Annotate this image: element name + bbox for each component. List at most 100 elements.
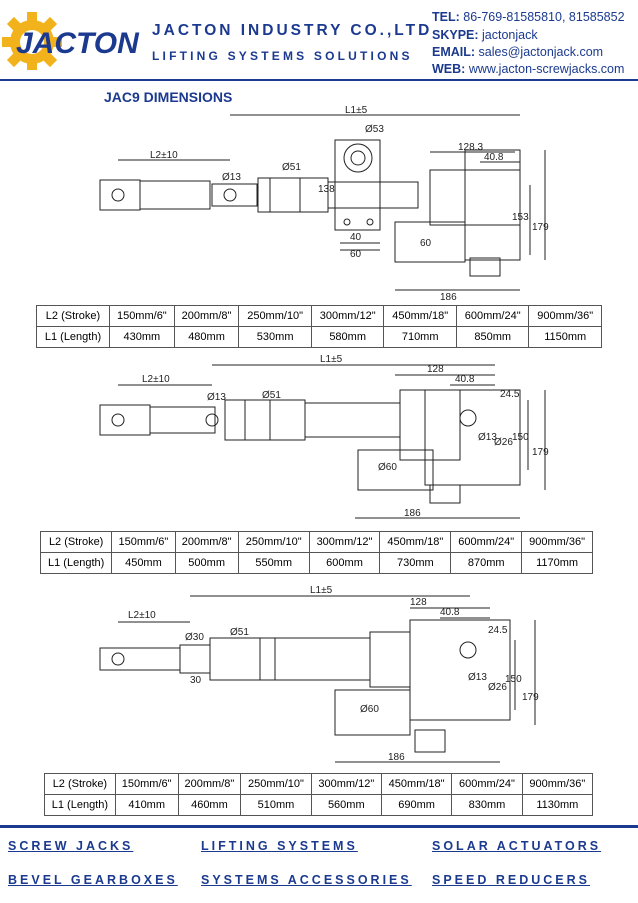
dimension-table-1: L2 (Stroke)150mm/6"200mm/8"250mm/10"300m…	[36, 305, 602, 348]
table-cell: 250mm/10"	[237, 531, 310, 553]
table-cell: 530mm	[238, 326, 312, 348]
dim-label: 40.8	[455, 374, 475, 385]
table-cell: 450mm/18"	[383, 305, 457, 327]
contact-web[interactable]: WEB: www.jacton-screwjacks.com	[432, 62, 625, 76]
table-cell: 480mm	[173, 326, 240, 348]
dim-l2-label: L2±10	[128, 610, 156, 621]
dimension-drawing-1: L2±10 L1±5 Ø13 Ø51 Ø53 138 128.3 40.8 15…	[99, 105, 549, 300]
dim-label: Ø51	[282, 162, 301, 173]
dim-label: Ø60	[360, 704, 379, 715]
dimension-table-2: L2 (Stroke)150mm/6"200mm/8"250mm/10"300m…	[39, 531, 593, 574]
table-row: L2 (Stroke)150mm/6"200mm/8"250mm/10"300m…	[36, 305, 602, 327]
dim-label: 150	[505, 674, 522, 685]
dim-label: 40.8	[484, 152, 504, 163]
table-cell: 600mm	[308, 552, 381, 574]
table-cell: 730mm	[379, 552, 452, 574]
dim-label: 128.3	[458, 142, 483, 153]
dim-l1-label: L1±5	[310, 585, 333, 596]
company-logo: JACTON	[2, 8, 148, 72]
table-cell: 550mm	[237, 552, 310, 574]
table-cell: 200mm/8"	[177, 773, 242, 795]
dimension-drawing-3: L2±10 L1±5 Ø30 Ø51 30 128 40.8 24.5 Ø13 …	[99, 585, 539, 763]
table-cell: 900mm/36"	[521, 773, 594, 795]
header-divider	[0, 79, 638, 81]
table-cell: 300mm/12"	[310, 305, 385, 327]
table-cell: 600mm/24"	[455, 305, 530, 327]
dim-label: Ø13	[207, 392, 226, 403]
table-cell: 250mm/10"	[238, 305, 312, 327]
table-cell: 900mm/36"	[528, 305, 602, 327]
dim-label: 186	[404, 508, 421, 519]
dim-label: Ø26	[494, 437, 513, 448]
table-cell: 1170mm	[521, 552, 593, 574]
table-cell: 200mm/8"	[174, 531, 239, 553]
dim-label: Ø30	[185, 632, 204, 643]
dim-l2-label: L2±10	[150, 150, 178, 161]
table-cell: 560mm	[310, 794, 382, 816]
dim-label: Ø13	[222, 172, 241, 183]
table-cell: 150mm/6"	[114, 773, 179, 795]
table-cell: 1150mm	[528, 326, 602, 348]
table-cell: 200mm/8"	[173, 305, 240, 327]
table-cell: 430mm	[108, 326, 175, 348]
dim-label: 24.5	[488, 625, 508, 636]
dim-l1-label: L1±5	[320, 354, 343, 365]
dim-label: Ø60	[378, 462, 397, 473]
dim-l1-label: L1±5	[345, 105, 368, 116]
dimension-drawing-2: L2±10 L1±5 Ø13 Ø51 128 40.8 24.5 Ø13 Ø26…	[99, 354, 549, 519]
dim-label: 24.5	[500, 389, 520, 400]
table-cell: 250mm/10"	[240, 773, 312, 795]
table-row: L2 (Stroke)150mm/6"200mm/8"250mm/10"300m…	[39, 531, 593, 553]
row-header-cell: L1 (Length)	[44, 794, 116, 816]
dim-label: 128	[427, 364, 444, 375]
row-header-cell: L1 (Length)	[39, 552, 113, 574]
table-cell: 600mm/24"	[451, 773, 523, 795]
table-cell: 600mm/24"	[450, 531, 523, 553]
dim-label: Ø51	[262, 390, 281, 401]
table-cell: 150mm/6"	[111, 531, 176, 553]
footer-link-lifting-systems[interactable]: LIFTING SYSTEMS	[201, 839, 358, 853]
table-cell: 710mm	[383, 326, 457, 348]
dim-label: 60	[420, 238, 432, 249]
company-tagline: LIFTING SYSTEMS SOLUTIONS	[152, 49, 413, 63]
footer-link-screw-jacks[interactable]: SCREW JACKS	[8, 839, 134, 853]
table-cell: 300mm/12"	[310, 773, 382, 795]
dim-label: 150	[512, 432, 529, 443]
dim-label: 153	[512, 212, 529, 223]
footer-link-bevel-gearboxes[interactable]: BEVEL GEARBOXES	[8, 873, 178, 887]
skype-value: jactonjack	[482, 28, 538, 42]
dim-label: 60	[350, 249, 362, 260]
row-header-cell: L1 (Length)	[36, 326, 110, 348]
dim-label: 40.8	[440, 607, 460, 618]
table-cell: 410mm	[114, 794, 179, 816]
footer-link-systems-accessories[interactable]: SYSTEMS ACCESSORIES	[201, 873, 412, 887]
dim-label: 179	[532, 447, 549, 458]
table-cell: 830mm	[451, 794, 523, 816]
row-header-cell: L2 (Stroke)	[39, 531, 113, 553]
dim-l2-label: L2±10	[142, 374, 170, 385]
dimension-table-3: L2 (Stroke)150mm/6"200mm/8"250mm/10"300m…	[44, 773, 594, 816]
footer-link-solar-actuators[interactable]: SOLAR ACTUATORS	[432, 839, 602, 853]
contact-email[interactable]: EMAIL: sales@jactonjack.com	[432, 45, 604, 59]
dim-label: 128	[410, 597, 427, 608]
footer-link-speed-reducers[interactable]: SPEED REDUCERS	[432, 873, 590, 887]
table-cell: 510mm	[240, 794, 312, 816]
email-value[interactable]: sales@jactonjack.com	[478, 45, 604, 59]
dim-label: Ø26	[488, 682, 507, 693]
dim-label: Ø13	[468, 672, 487, 683]
table-cell: 1130mm	[521, 794, 594, 816]
dim-label: 179	[532, 222, 549, 233]
dim-label: Ø51	[230, 627, 249, 638]
web-value[interactable]: www.jacton-screwjacks.com	[468, 62, 625, 76]
row-header-cell: L2 (Stroke)	[44, 773, 116, 795]
dim-label: 186	[440, 292, 457, 300]
rod-eye	[99, 179, 141, 211]
contact-skype: SKYPE: jactonjack	[432, 28, 538, 42]
dim-label: 30	[190, 675, 202, 686]
tel-value: 86-769-81585810, 81585852	[463, 10, 625, 24]
table-cell: 580mm	[310, 326, 385, 348]
contact-tel: TEL: 86-769-81585810, 81585852	[432, 10, 625, 24]
logo-graphic: JACTON	[2, 12, 140, 70]
